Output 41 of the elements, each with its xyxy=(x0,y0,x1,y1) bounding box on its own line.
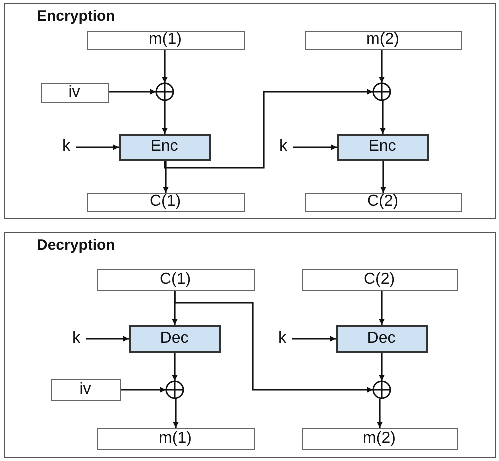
section-panel xyxy=(4,232,496,458)
cipher-block: Enc xyxy=(118,134,210,160)
arrow xyxy=(76,144,119,150)
arrow xyxy=(173,399,179,428)
arrow xyxy=(174,291,373,393)
cipher-block: Dec xyxy=(336,324,428,352)
key-label: k xyxy=(274,136,292,156)
data-box: iv xyxy=(40,82,108,102)
data-box: m(1) xyxy=(96,428,254,450)
arrow xyxy=(380,161,386,193)
arrow xyxy=(292,336,336,342)
arrow xyxy=(377,399,383,428)
arrow xyxy=(121,387,166,393)
data-box: C(1) xyxy=(86,192,244,212)
arrow xyxy=(163,161,169,193)
arrow xyxy=(379,353,385,381)
arrow xyxy=(380,101,386,134)
arrow xyxy=(172,353,178,381)
arrow xyxy=(162,101,168,134)
arrow xyxy=(379,50,385,83)
section-panel xyxy=(4,3,496,219)
arrow xyxy=(164,89,373,169)
key-label: k xyxy=(274,328,292,348)
arrow xyxy=(162,50,168,83)
arrow xyxy=(379,291,385,325)
section-heading: Decryption xyxy=(37,237,116,254)
data-box: m(2) xyxy=(302,428,458,450)
data-box: m(2) xyxy=(304,30,462,50)
cipher-block: Enc xyxy=(336,134,428,160)
data-box: C(2) xyxy=(302,268,458,290)
key-label: k xyxy=(68,328,86,348)
data-box: m(1) xyxy=(86,30,244,50)
section-heading: Encryption xyxy=(37,8,116,25)
arrow xyxy=(293,144,337,150)
data-box: C(2) xyxy=(304,192,462,212)
key-label: k xyxy=(58,136,76,156)
arrow xyxy=(109,89,156,95)
arrow xyxy=(86,336,129,342)
data-box: C(1) xyxy=(96,268,254,290)
data-box: iv xyxy=(50,378,120,400)
cipher-block: Dec xyxy=(128,324,220,352)
